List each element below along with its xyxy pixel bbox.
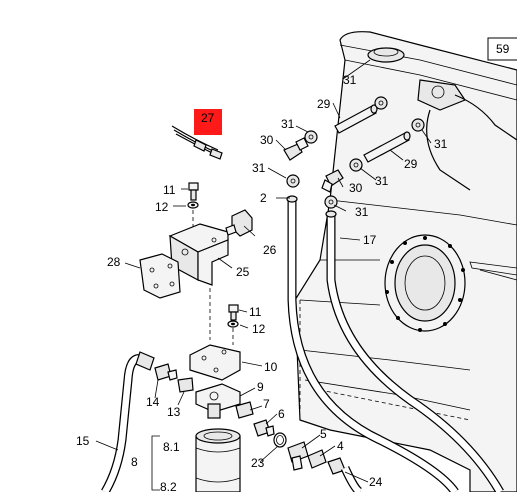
tube-29-lower (363, 131, 411, 163)
hose-24 (327, 457, 363, 492)
callout-4: 4 (337, 439, 344, 453)
callout-30: 30 (260, 133, 274, 147)
clamp-31-b (411, 118, 425, 132)
callout-9: 9 (257, 380, 264, 394)
callout-8-2: 8.2 (160, 480, 177, 492)
page-reference-box (487, 37, 517, 61)
clamp-31-a (374, 96, 388, 110)
callout-2: 2 (260, 191, 267, 205)
clamp-31-d (286, 174, 300, 188)
leader-lines (95, 59, 432, 483)
callout-31: 31 (281, 117, 295, 131)
callout-8-1: 8.1 (163, 440, 180, 454)
elbow-fitting-30-upper (283, 137, 309, 161)
fitting-4 (307, 449, 327, 469)
callout-11: 11 (163, 183, 176, 197)
callout-26: 26 (263, 243, 277, 257)
fitting-13 (177, 377, 194, 393)
filter-head-plate-10 (189, 344, 241, 381)
callout-29: 29 (317, 97, 331, 111)
bolt-11-upper (188, 182, 199, 201)
callout-6: 6 (278, 407, 285, 421)
callout-31: 31 (355, 205, 369, 219)
hose-15 (101, 351, 155, 492)
callout-13: 13 (167, 405, 181, 419)
callout-5: 5 (320, 427, 327, 441)
callout-23: 23 (251, 456, 265, 470)
callout-14: 14 (146, 395, 160, 409)
callout-25: 25 (236, 265, 250, 279)
callout-labels: 27 31 29 31 30 31 2 11 12 30 31 29 31 31… (76, 73, 448, 492)
o-ring-23 (273, 432, 287, 448)
fitting-6 (253, 419, 275, 437)
clamp-31-c (304, 130, 318, 144)
callout-31: 31 (343, 73, 357, 87)
callout-12: 12 (155, 200, 169, 214)
bolt-11-lower (228, 304, 239, 321)
bracket-25 (168, 223, 229, 286)
callout-30: 30 (349, 181, 363, 195)
fuel-filter-8 (195, 428, 241, 492)
callout-11: 11 (249, 305, 262, 319)
clamp-31-e (349, 158, 363, 172)
fuel-tank-assembly (294, 31, 517, 492)
sensor-26 (225, 209, 253, 237)
fitting-14 (154, 363, 178, 381)
washer-12-upper (187, 201, 199, 209)
filter-head-9 (195, 383, 241, 419)
callout-24: 24 (369, 475, 383, 489)
callout-7: 7 (263, 397, 270, 411)
callout-10: 10 (264, 360, 278, 374)
callout-31: 31 (375, 174, 389, 188)
wiring-harness-27 (171, 125, 223, 160)
washer-12-lower (227, 320, 239, 328)
callout-8: 8 (131, 455, 138, 469)
callout-27: 27 (201, 111, 215, 125)
callout-28: 28 (107, 255, 121, 269)
clamp-31-f (324, 195, 338, 209)
hose-2 (286, 195, 459, 492)
port-bolts (385, 236, 465, 332)
plate-28 (139, 253, 181, 299)
callout-27-highlight (194, 109, 222, 135)
elbow-fitting-30-lower (321, 169, 344, 193)
tube-29-upper (334, 104, 378, 134)
callout-17: 17 (363, 233, 377, 247)
hose-17 (325, 210, 504, 492)
callout-29: 29 (404, 157, 418, 171)
callout-31: 31 (434, 137, 448, 151)
callout-31: 31 (252, 161, 266, 175)
callout-15: 15 (76, 434, 90, 448)
fitting-7 (235, 401, 254, 419)
page-reference-label: 59 (496, 42, 510, 56)
callout-12: 12 (252, 322, 266, 336)
